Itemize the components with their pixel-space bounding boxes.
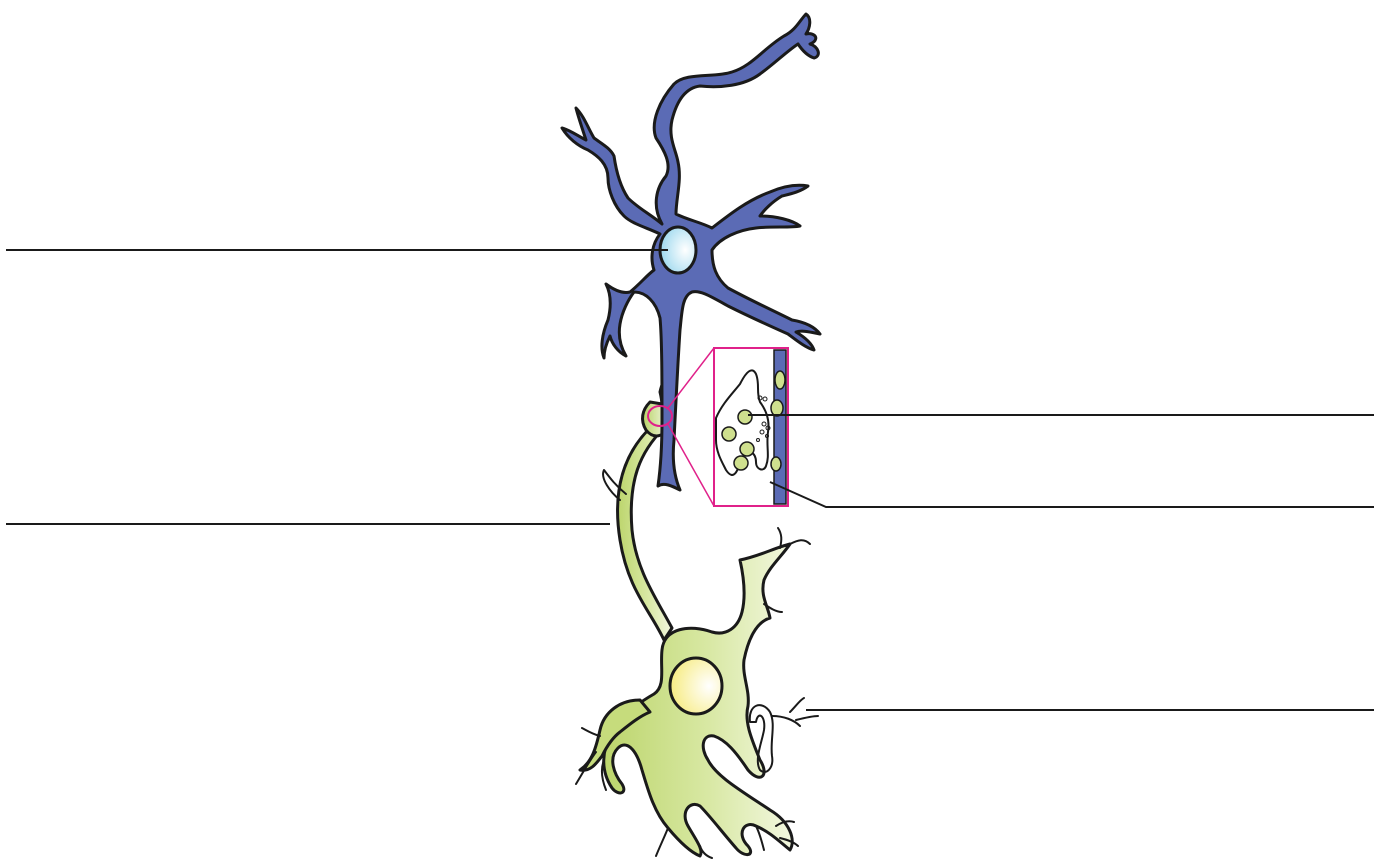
synaptic-vesicle [734, 456, 748, 470]
membrane-receptor [775, 371, 785, 389]
synaptic-vesicle [738, 410, 752, 424]
membrane-receptor [771, 457, 781, 471]
synaptic-vesicle [740, 442, 754, 456]
green-nucleus [670, 658, 722, 714]
synaptic-vesicle [722, 427, 736, 441]
membrane-receptor [771, 400, 783, 416]
leader-cleft [770, 482, 1374, 507]
